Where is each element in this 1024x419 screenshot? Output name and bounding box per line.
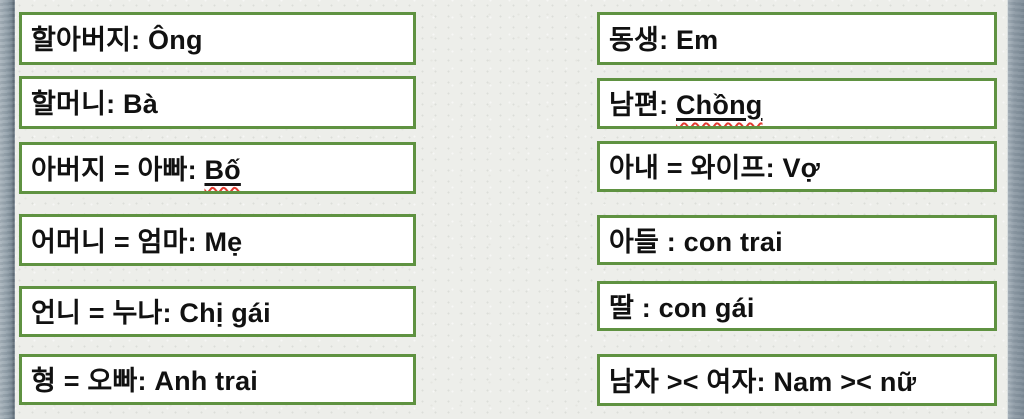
vocab-box-mother: 어머니 = 엄마: Mẹ	[19, 214, 416, 266]
vocab-box-grandmother: 할머니: Bà	[19, 76, 416, 129]
vocab-box-man-woman: 남자 >< 여자: Nam >< nữ	[597, 354, 997, 406]
vocab-text-pre: 형 = 오빠: Anh trai	[31, 366, 258, 396]
vocab-text-pre: 동생: Em	[609, 25, 719, 55]
vocab-text: 형 = 오빠: Anh trai	[31, 359, 258, 398]
vocab-text: 남자 >< 여자: Nam >< nữ	[609, 360, 916, 399]
vocab-text: 할머니: Bà	[31, 82, 158, 121]
vocab-text-pre: 언니 = 누나: Chị gái	[31, 298, 271, 328]
vocab-text: 할아버지: Ông	[31, 18, 203, 57]
vocab-box-older-brother: 형 = 오빠: Anh trai	[19, 354, 416, 405]
spellcheck-marked-word: Chồng	[675, 90, 763, 120]
vocab-text-pre: 어머니 = 엄마: Mẹ	[31, 226, 243, 257]
vocab-text-pre: 딸 : con gái	[609, 292, 755, 323]
vocab-text: 딸 : con gái	[609, 286, 755, 325]
vocab-text: 아버지 = 아빠: Bố	[31, 148, 241, 187]
vocab-text: 동생: Em	[609, 18, 718, 57]
vocab-text: 언니 = 누나: Chị gái	[31, 291, 271, 330]
vocab-text: 남편: Chồng	[609, 83, 762, 122]
slide-right-edge-strip	[1007, 0, 1024, 419]
vocab-box-son: 아들 : con trai	[597, 215, 997, 265]
vocab-box-grandfather: 할아버지: Ông	[19, 12, 416, 65]
vocab-box-younger-sibling: 동생: Em	[597, 12, 997, 65]
vocab-text-pre: 아들 : con trai	[609, 226, 783, 257]
vocab-text: 아내 = 와이프: Vợ	[609, 146, 820, 185]
vocab-text-pre: 남편:	[609, 90, 676, 120]
slide-left-edge-strip	[0, 0, 15, 419]
vocab-box-daughter: 딸 : con gái	[597, 281, 997, 331]
vocab-text-pre: 남자 >< 여자: Nam >< nữ	[609, 366, 917, 397]
vocab-box-older-sister: 언니 = 누나: Chị gái	[19, 286, 416, 337]
vocab-text-pre: 할아버지: Ông	[31, 25, 203, 55]
vocab-text: 아들 : con trai	[609, 220, 783, 259]
vocab-text-pre: 아버지 = 아빠:	[31, 154, 205, 185]
vocab-box-husband: 남편: Chồng	[597, 78, 997, 129]
vocab-text-pre: 아내 = 와이프: Vợ	[609, 153, 821, 183]
vocab-box-wife: 아내 = 와이프: Vợ	[597, 141, 997, 192]
vocab-box-father: 아버지 = 아빠: Bố	[19, 142, 416, 194]
vocab-text: 어머니 = 엄마: Mẹ	[31, 220, 242, 259]
underlined-word: Chồng	[676, 90, 762, 120]
underlined-word: Bố	[204, 155, 240, 185]
vocab-text-pre: 할머니: Bà	[31, 89, 158, 119]
spellcheck-marked-word: Bố	[204, 154, 241, 185]
